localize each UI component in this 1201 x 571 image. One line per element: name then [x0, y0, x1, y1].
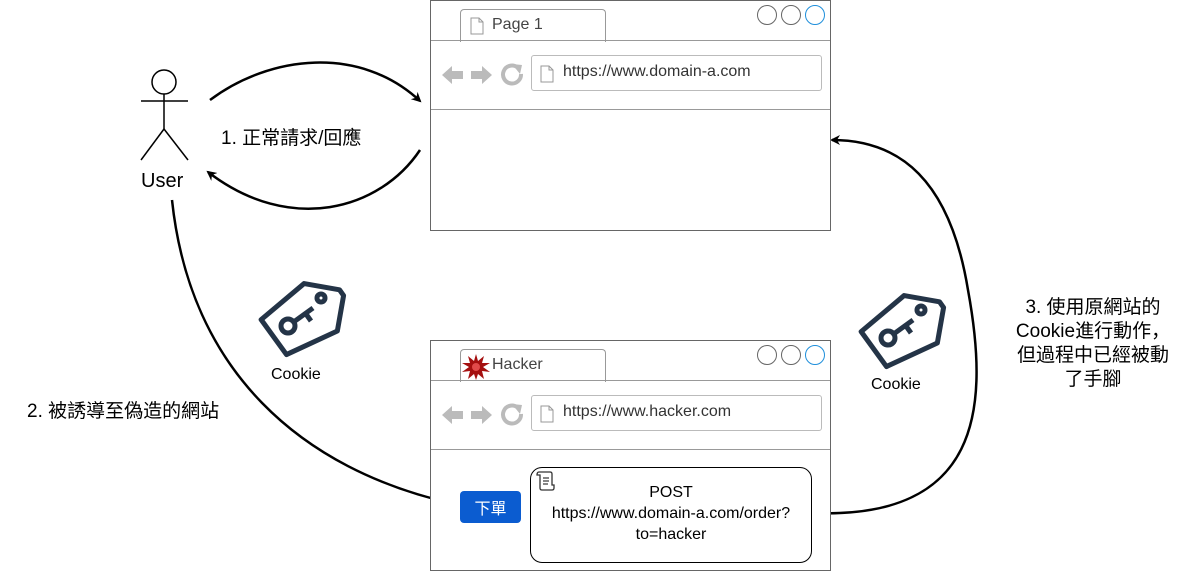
tab-hacker[interactable]: Hacker: [460, 349, 606, 382]
address-bar[interactable]: https://www.domain-a.com: [531, 55, 822, 91]
malware-icon: [462, 354, 490, 380]
back-arrow-icon[interactable]: [442, 66, 463, 84]
url-text: https://www.hacker.com: [563, 403, 732, 420]
window-button[interactable]: [781, 345, 801, 365]
step-2-label: 2. 被誘導至偽造的網站: [27, 401, 220, 422]
window-button[interactable]: [781, 5, 801, 25]
forged-post-request: POST https://www.domain-a.com/order? to=…: [530, 467, 812, 563]
user-label: User: [141, 170, 184, 192]
document-icon: [470, 17, 484, 35]
step-3-line: 了手腳: [1064, 369, 1122, 390]
tab-page-1[interactable]: Page 1: [460, 9, 606, 42]
step-3-line: Cookie進行動作，: [1015, 321, 1171, 342]
nav-controls: [442, 403, 523, 426]
request-arrow: [209, 61, 422, 103]
forward-arrow-icon[interactable]: [471, 66, 492, 84]
cookie-label: Cookie: [271, 366, 321, 383]
address-bar[interactable]: https://www.hacker.com: [531, 395, 822, 431]
reload-icon[interactable]: [501, 403, 523, 426]
step-1-label: 1. 正常請求/回應: [221, 128, 362, 149]
cookie-key-tag-icon: [858, 293, 947, 370]
back-arrow-icon[interactable]: [442, 406, 463, 424]
stick-figure-icon: [140, 69, 189, 161]
scroll-icon: [536, 471, 555, 491]
browser-window-domain-a: Page 1 https://www.domain-a.com: [430, 0, 831, 231]
forged-request-arrow: [811, 135, 978, 515]
post-url-line1: https://www.domain-a.com/order?: [551, 505, 791, 522]
step-3-line: 但過程中已經被動: [1016, 345, 1169, 366]
reload-icon[interactable]: [501, 63, 523, 86]
post-method: POST: [649, 484, 693, 501]
window-button[interactable]: [805, 5, 825, 25]
cookie-key-tag-icon: [258, 281, 347, 358]
window-button[interactable]: [757, 5, 777, 25]
tab-title: Page 1: [492, 16, 543, 33]
url-text: https://www.domain-a.com: [563, 63, 751, 80]
window-button[interactable]: [805, 345, 825, 365]
step-3-line: 3. 使用原網站的: [1025, 297, 1161, 318]
nav-controls: [442, 63, 523, 86]
document-icon: [540, 65, 554, 83]
window-button[interactable]: [757, 345, 777, 365]
cookie-label: Cookie: [871, 376, 921, 393]
redirect-arrow: [170, 199, 457, 508]
post-url-line2: to=hacker: [635, 526, 707, 543]
forward-arrow-icon[interactable]: [471, 406, 492, 424]
order-button[interactable]: 下單: [460, 491, 521, 523]
step-3-label: 3. 使用原網站的 Cookie進行動作， 但過程中已經被動 了手腳: [993, 296, 1193, 392]
document-icon: [540, 405, 554, 423]
tab-title: Hacker: [492, 356, 543, 373]
response-arrow: [206, 149, 422, 211]
